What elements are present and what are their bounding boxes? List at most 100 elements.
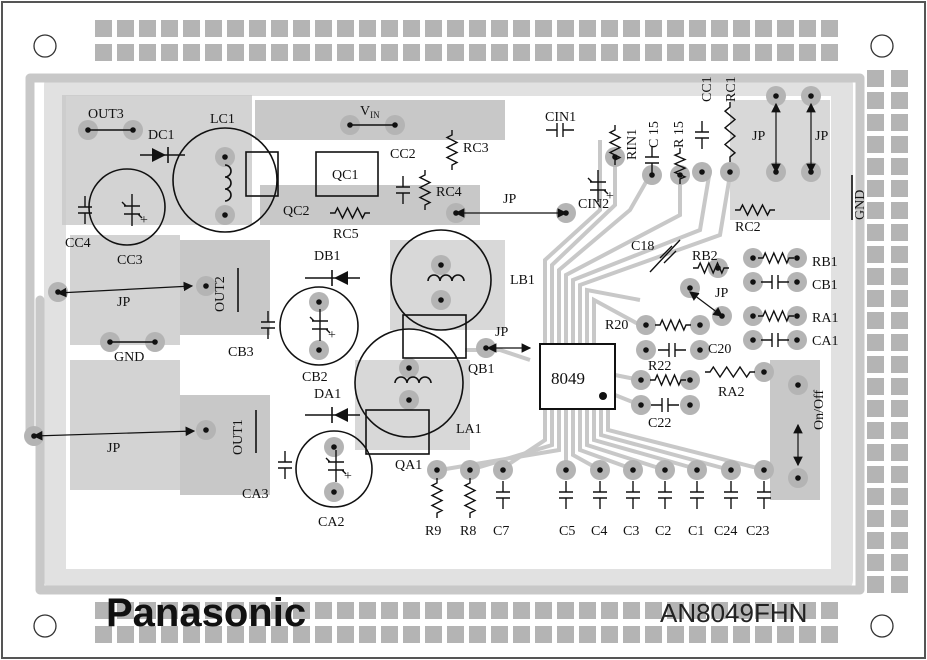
grid-pad-top (491, 20, 508, 37)
label-db1: DB1 (314, 249, 340, 264)
cin1-capacitor-icon (546, 123, 574, 137)
bottom-row-capacitor-icon (757, 481, 771, 509)
grid-pad-right (867, 268, 884, 285)
grid-pad-top (513, 44, 530, 61)
c7-capacitor-icon (496, 481, 510, 509)
rc1-resistor-icon (723, 102, 737, 162)
bottom-row-capacitor-icon (559, 481, 573, 509)
grid-pad-bottom (689, 602, 706, 619)
label-c3: C3 (623, 524, 639, 539)
grid-pad-bottom (623, 602, 640, 619)
grid-pad-bottom (359, 602, 376, 619)
r22-resistor-icon (650, 373, 686, 387)
ra1-resistor-icon (758, 309, 794, 323)
grid-pad-top (491, 44, 508, 61)
grid-pad-right (867, 356, 884, 373)
pad-hole (794, 279, 800, 285)
grid-pad-bottom (425, 626, 442, 643)
grid-pad-top (623, 20, 640, 37)
rc4-resistor-icon (418, 170, 432, 210)
grid-pad-top (139, 20, 156, 37)
grid-pad-right (867, 510, 884, 527)
pad-hole (728, 467, 734, 473)
grid-pad-bottom (271, 626, 288, 643)
label-da1: DA1 (314, 387, 341, 402)
grid-pad-top (183, 44, 200, 61)
grid-pad-bottom (315, 602, 332, 619)
rc3-resistor-icon (445, 130, 459, 170)
grid-pad-bottom (711, 626, 728, 643)
pad-hole (483, 345, 489, 351)
grid-pad-bottom (623, 626, 640, 643)
grid-pad-top (293, 20, 310, 37)
grid-pad-right (891, 532, 908, 549)
label-jp-left1: JP (117, 295, 130, 310)
label-gnd-left: GND (114, 350, 144, 365)
pad-hole (597, 467, 603, 473)
grid-pad-top (403, 20, 420, 37)
grid-pad-right (891, 312, 908, 329)
dc1-diode-icon (140, 147, 185, 163)
grid-pad-bottom (755, 602, 772, 619)
pad-hole (761, 369, 767, 375)
diodes (140, 147, 360, 423)
label-out2: OUT2 (213, 276, 228, 312)
grid-pad-right (867, 290, 884, 307)
la1-inductor-outline (354, 328, 464, 438)
db1-diode-icon (305, 270, 360, 286)
grid-pad-top (337, 44, 354, 61)
grid-pad-right (867, 136, 884, 153)
rin1-resistor-icon (608, 125, 622, 165)
label-jp-left2: JP (107, 441, 120, 456)
r9-resistor-icon (430, 478, 444, 518)
label-jp-right: JP (715, 286, 728, 301)
ic-pin1-marker (599, 392, 607, 400)
label-c7: C7 (493, 524, 509, 539)
ic-part-label: 8049 (551, 369, 585, 388)
grid-pad-top (447, 20, 464, 37)
grid-pad-right (867, 466, 884, 483)
grid-pad-right (891, 92, 908, 109)
grid-pad-bottom (535, 626, 552, 643)
label-cb1: CB1 (812, 278, 838, 293)
grid-pad-top (183, 20, 200, 37)
pad-hole (699, 169, 705, 175)
grid-pad-bottom (205, 602, 222, 619)
label-rin1: RIN1 (625, 129, 640, 160)
grid-pad-top (447, 44, 464, 61)
c18-capacitor-icon (649, 239, 681, 273)
grid-pad-bottom (513, 602, 530, 619)
label-cin1: CIN1 (545, 110, 576, 125)
grid-pad-top (601, 20, 618, 37)
grid-pad-bottom (161, 626, 178, 643)
label-cc3: CC3 (117, 253, 143, 268)
grid-pad-right (867, 378, 884, 395)
pad-hole (55, 289, 61, 295)
grid-pad-bottom (315, 626, 332, 643)
label-rc4: RC4 (436, 185, 462, 200)
pad-hole (794, 337, 800, 343)
grid-pad-top (535, 20, 552, 37)
label-ca1: CA1 (812, 334, 838, 349)
label-ca3: CA3 (242, 487, 268, 502)
grid-pad-top (315, 44, 332, 61)
r8-resistor-icon (463, 478, 477, 518)
grid-pad-bottom (183, 626, 200, 643)
grid-pad-right (867, 246, 884, 263)
grid-pad-right (891, 378, 908, 395)
pad-hole (316, 299, 322, 305)
grid-pad-top (711, 20, 728, 37)
rb2-resistor-icon (693, 261, 729, 275)
grid-pad-right (867, 400, 884, 417)
label-rc5: RC5 (333, 227, 359, 242)
qb1-transistor-outline (402, 314, 467, 359)
pad-hole (794, 255, 800, 261)
plus-sign-icon: + (328, 328, 336, 343)
grid-pad-right (891, 180, 908, 197)
grid-pad-top (359, 44, 376, 61)
grid-pad-top (293, 44, 310, 61)
grid-pad-top (139, 44, 156, 61)
grid-pad-bottom (557, 626, 574, 643)
ic-8049-outline (539, 343, 616, 410)
